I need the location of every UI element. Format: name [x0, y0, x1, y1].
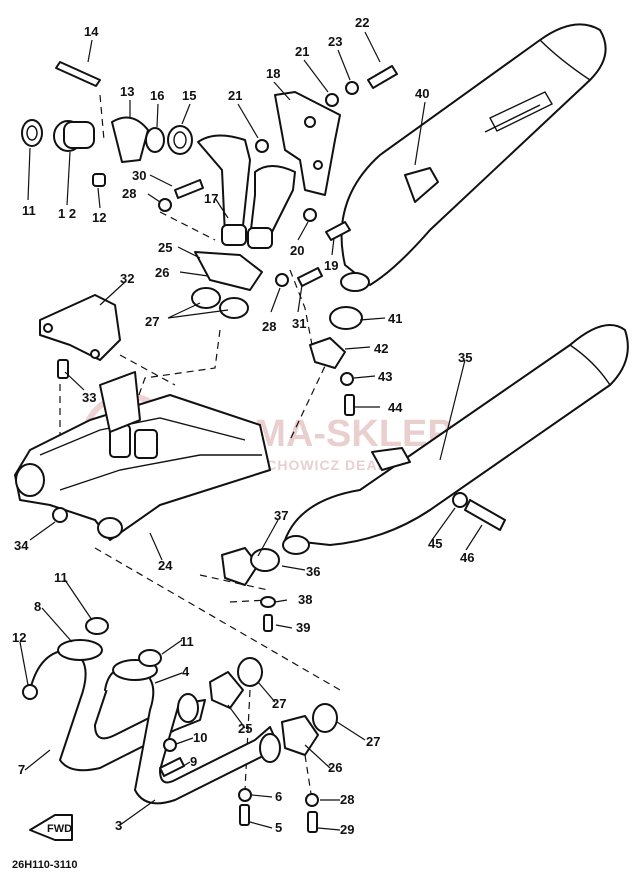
- part-label: 24: [158, 558, 173, 573]
- diagram-code: 26H110-3110: [12, 859, 77, 871]
- part-label: 39: [296, 620, 310, 635]
- part-label: 28: [262, 319, 276, 334]
- clamp-mid: [221, 547, 280, 632]
- part-label: 29: [340, 822, 354, 837]
- part-label: 22: [355, 15, 369, 30]
- flange-parts: [21, 61, 193, 187]
- part-label: 14: [84, 24, 99, 39]
- fwd-label: FWD: [47, 823, 72, 835]
- part-label: 21: [228, 88, 242, 103]
- part-label: 31: [292, 316, 306, 331]
- part-label: 11: [22, 203, 36, 218]
- part-label: 35: [458, 350, 472, 365]
- fasteners-upper: [52, 65, 398, 523]
- part-label: 30: [132, 168, 146, 183]
- lower-muffler: [282, 324, 629, 555]
- part-label: 27: [366, 734, 380, 749]
- part-label: 20: [290, 243, 304, 258]
- part-label: 32: [120, 271, 134, 286]
- part-label: 13: [120, 84, 134, 99]
- part-label: 46: [460, 550, 474, 565]
- part-label: 16: [150, 88, 164, 103]
- part-label: 19: [324, 258, 338, 273]
- part-label: 6: [275, 789, 282, 804]
- part-label: 17: [204, 191, 218, 206]
- part-label: 28: [340, 792, 354, 807]
- part-label: 5: [275, 820, 282, 835]
- part-label: 4: [182, 664, 190, 679]
- upper-muffler: [329, 23, 607, 330]
- part-label: 41: [388, 311, 402, 326]
- part-label: 37: [274, 508, 288, 523]
- part-label: 25: [158, 240, 172, 255]
- part-label: 42: [374, 341, 388, 356]
- clamp-right: [309, 337, 506, 531]
- part-label: 27: [272, 696, 286, 711]
- part-label: 38: [298, 592, 312, 607]
- part-label: 15: [182, 88, 196, 103]
- part-label: 43: [378, 369, 392, 384]
- bracket-32: [39, 294, 121, 361]
- part-label: 21: [295, 44, 309, 59]
- part-label: 8: [34, 599, 41, 614]
- part-label: 18: [266, 66, 280, 81]
- part-label: 3: [115, 818, 122, 833]
- part-label: 45: [428, 536, 442, 551]
- part-label: 1 2: [58, 206, 76, 221]
- part-label: 34: [14, 538, 29, 553]
- front-direction-marker: FWD: [29, 814, 73, 841]
- part-label: 27: [145, 314, 159, 329]
- part-label: 28: [122, 186, 136, 201]
- part-label: 33: [82, 390, 96, 405]
- leader-lines: [19, 31, 483, 831]
- part-label: 7: [18, 762, 25, 777]
- part-label: 11: [54, 570, 68, 585]
- part-label: 12: [92, 210, 106, 225]
- part-labels: 14 22 23 21 18 13 16 15 21 40 11 1 2 12 …: [12, 15, 474, 837]
- bracket-18: [274, 91, 341, 196]
- collector-pipe: [14, 371, 271, 541]
- exhaust-joint-17: [197, 134, 296, 249]
- front-header-pipes: [22, 617, 281, 805]
- part-label: 36: [306, 564, 320, 579]
- part-label: 26: [155, 265, 169, 280]
- part-label: 12: [12, 630, 26, 645]
- part-label: 23: [328, 34, 342, 49]
- part-label: 44: [388, 400, 403, 415]
- part-label: 25: [238, 721, 252, 736]
- part-label: 9: [190, 754, 197, 769]
- part-label: 40: [415, 86, 429, 101]
- part-label: 10: [193, 730, 207, 745]
- clamp-upper: [191, 251, 263, 319]
- part-label: 26: [328, 760, 342, 775]
- part-label: 11: [180, 634, 194, 649]
- clamp-lower: [209, 657, 338, 833]
